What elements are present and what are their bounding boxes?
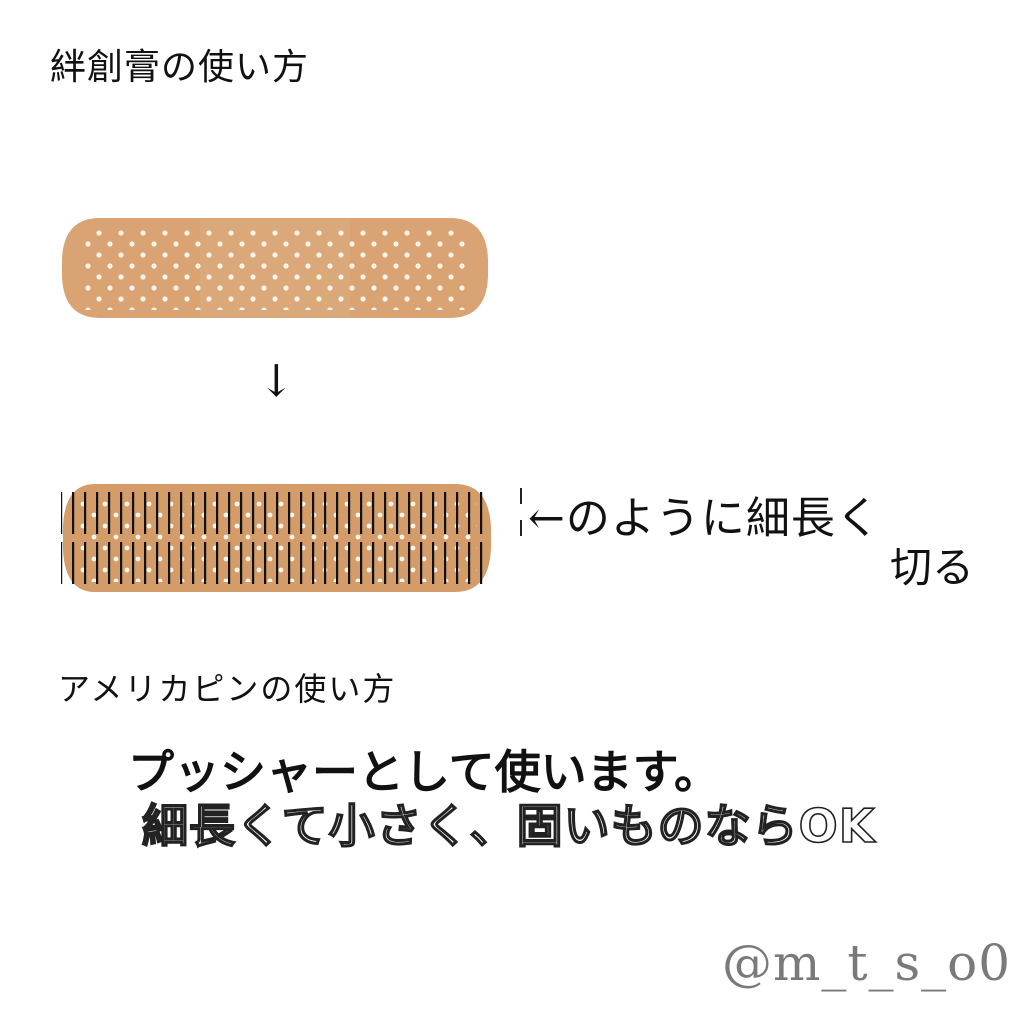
- arrow-down-icon: ↓: [258, 356, 295, 407]
- cut-marker-icon: [520, 488, 524, 538]
- watermark-handle: @m_t_s_o0: [722, 934, 1012, 992]
- cut-instruction-text: ←のように細長く: [528, 493, 881, 544]
- bandage-section-title: 絆創膏の使い方: [50, 47, 310, 88]
- outline-note-text: 細長くて小さく、固いものならOK: [141, 798, 876, 854]
- pusher-usage-text: プッシャーとして使います。: [128, 745, 721, 799]
- cut-instruction-text-2: 切る: [890, 543, 975, 592]
- pin-section-title: アメリカピンの使い方: [58, 670, 397, 708]
- cut-bandage-image: [55, 476, 495, 605]
- bandage-image: [60, 216, 490, 324]
